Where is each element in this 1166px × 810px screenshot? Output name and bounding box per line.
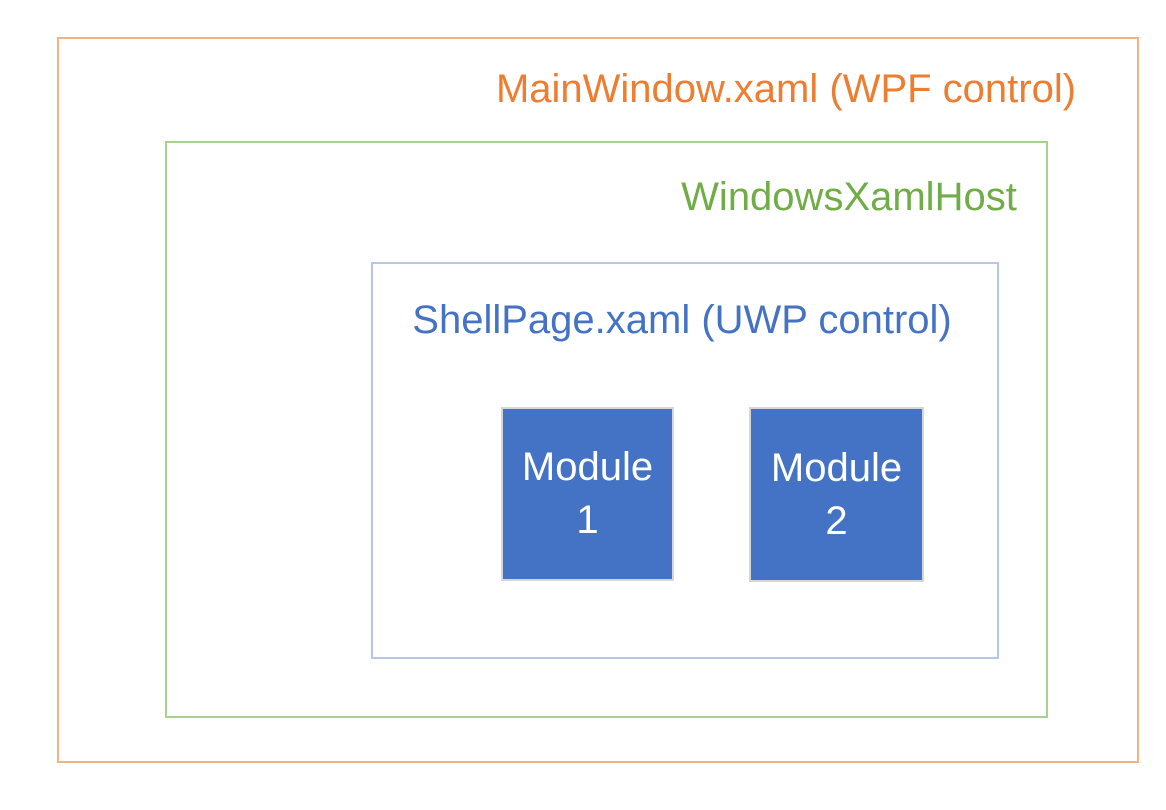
module-2-box: Module 2 xyxy=(749,407,924,582)
module-2-label-line1: Module xyxy=(770,445,903,490)
mainwindow-wpf-box: MainWindow.xaml (WPF control) WindowsXam… xyxy=(57,37,1139,763)
module-1-box: Module 1 xyxy=(501,407,674,581)
module-2-label-line2: 2 xyxy=(825,498,848,543)
mainwindow-wpf-label: MainWindow.xaml (WPF control) xyxy=(495,67,1077,111)
windowsxamlhost-box: WindowsXamlHost ShellPage.xaml (UWP cont… xyxy=(165,141,1048,718)
shellpage-uwp-box: ShellPage.xaml (UWP control) Module 1 Mo… xyxy=(371,262,999,659)
shellpage-uwp-label: ShellPage.xaml (UWP control) xyxy=(412,298,952,342)
windowsxamlhost-label: WindowsXamlHost xyxy=(681,175,1017,219)
module-1-label-line2: 1 xyxy=(576,498,599,542)
module-1-label-line1: Module xyxy=(521,445,654,490)
